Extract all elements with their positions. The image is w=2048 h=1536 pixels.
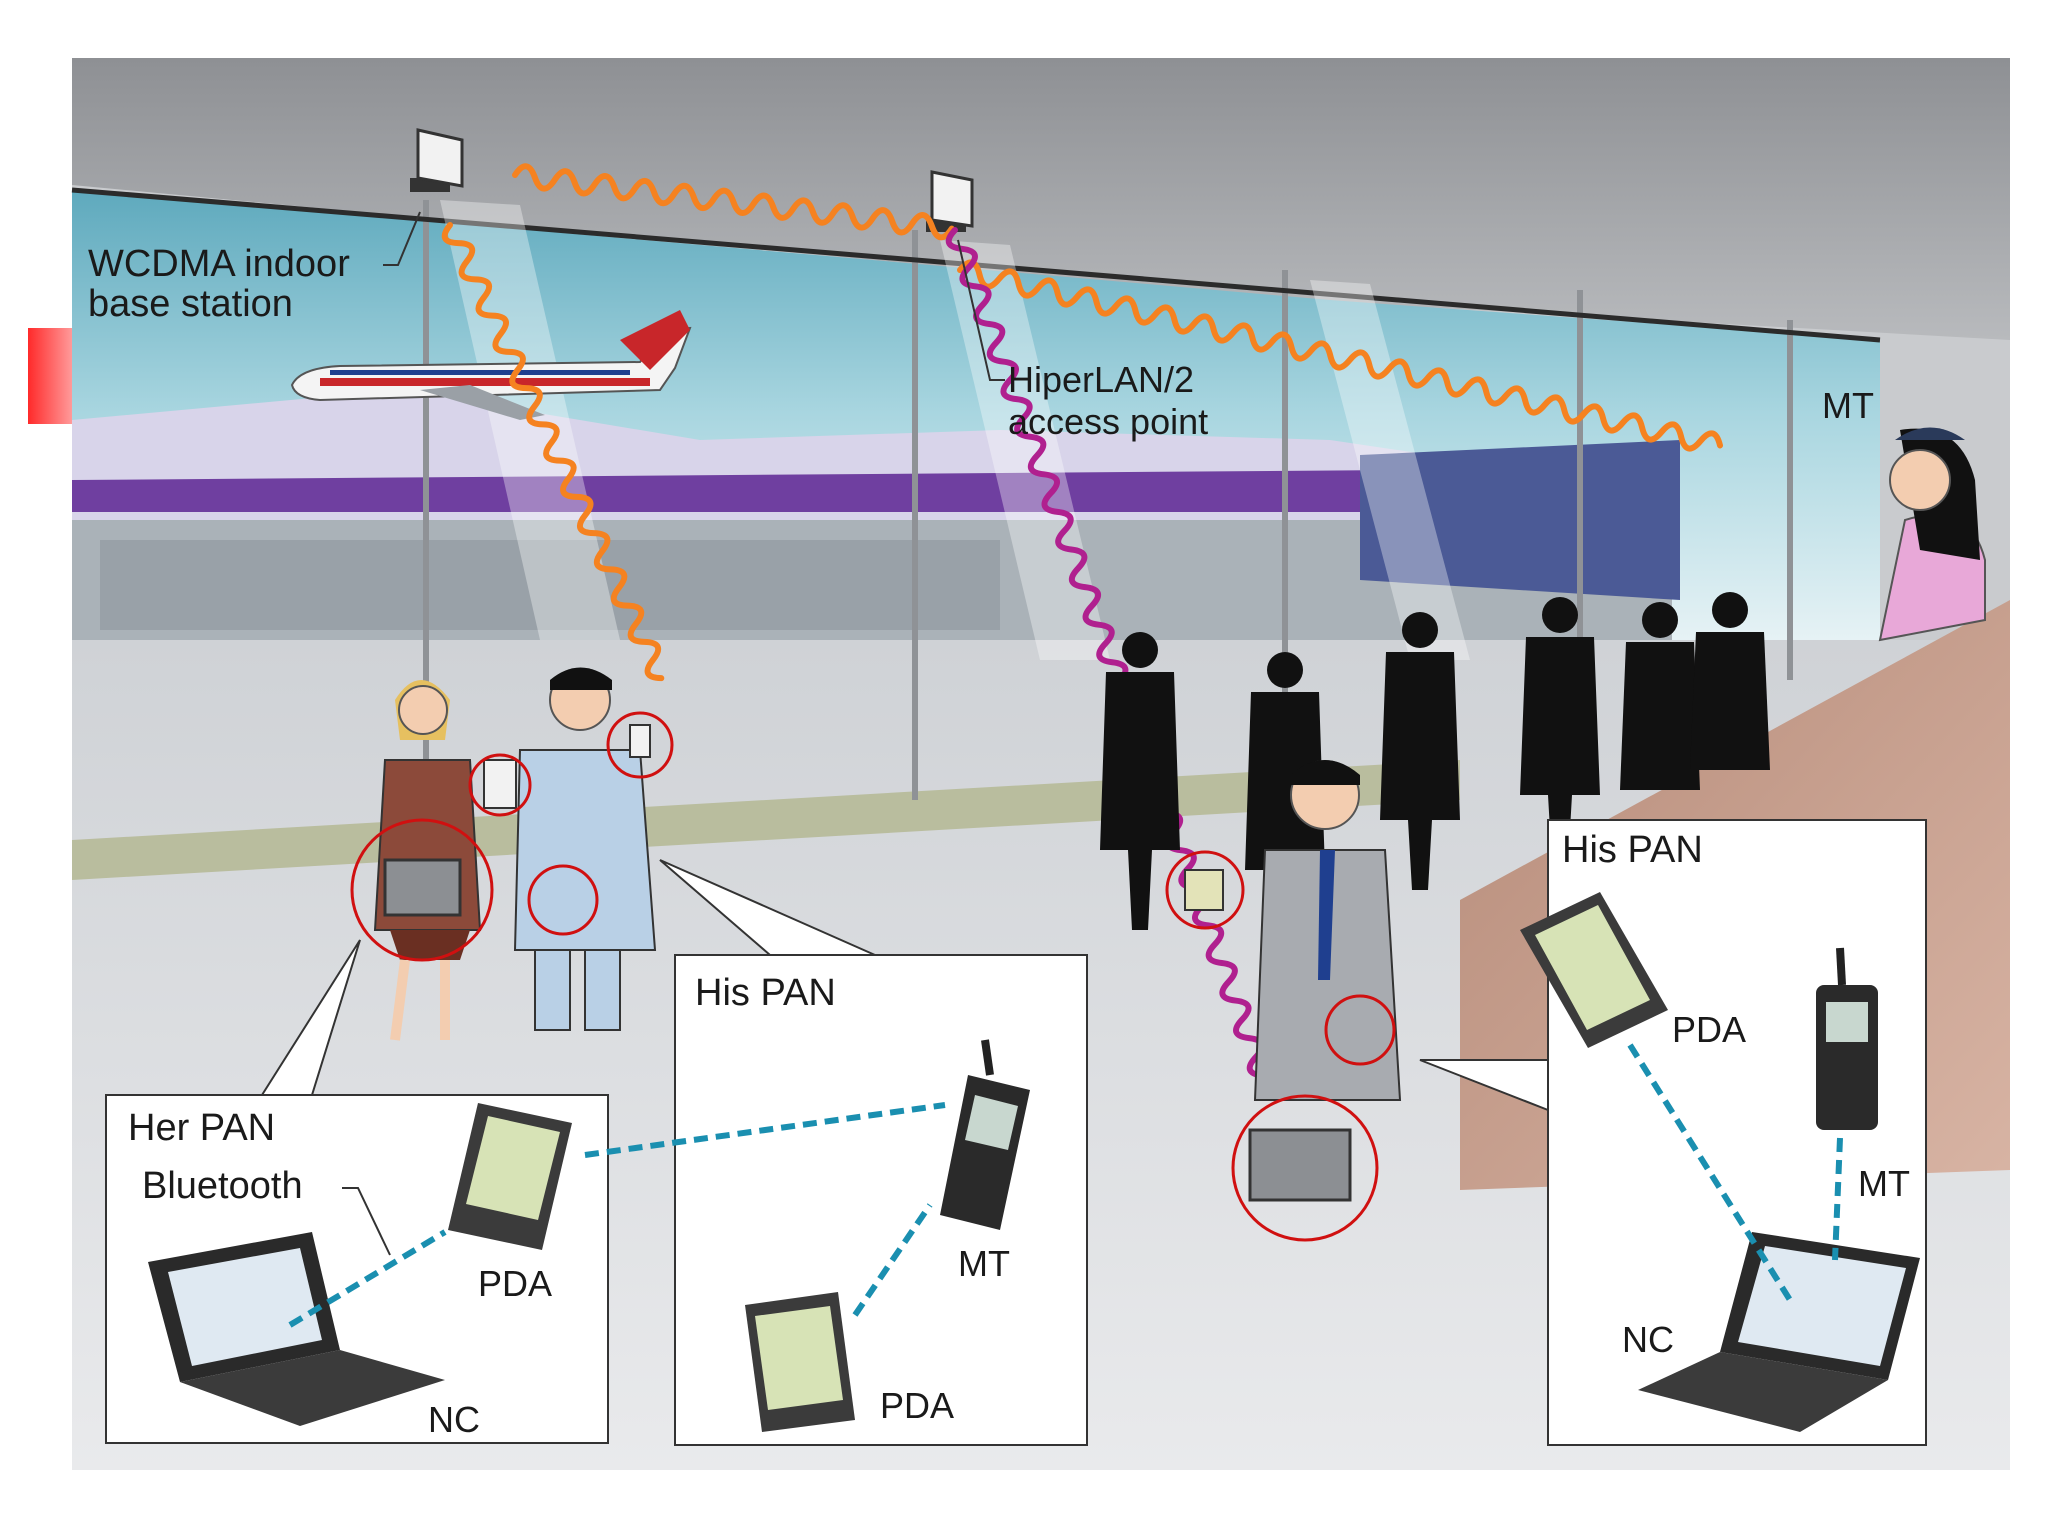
bluetooth-link [852, 1203, 933, 1317]
bluetooth-link [1832, 1137, 1843, 1261]
wcdma-label-line2: base station [88, 283, 293, 325]
mobile-phone-icon [1816, 947, 1878, 1130]
wcdma-label-line1: WCDMA indoor [88, 243, 350, 285]
runway-stripe [72, 470, 1400, 512]
his-pan-right-pda-label: PDA [1672, 1009, 1746, 1050]
her-pan-panel: Her PAN Bluetooth PDA NC [105, 1094, 609, 1444]
hiperlan-label: HiperLAN/2 access point [957, 239, 1208, 442]
pda-icon [745, 1292, 855, 1432]
man-with-pda [1184, 760, 1402, 1202]
his-pan-center-panel: His PAN MT PDA [674, 954, 1088, 1446]
his-pan-right-title: His PAN [1562, 829, 1703, 871]
ceiling [72, 58, 2010, 340]
her-pan-pda-label: PDA [478, 1263, 552, 1304]
crowd-silhouettes [1100, 592, 1770, 940]
his-pan-right-panel: His PAN PDA MT NC [1520, 819, 1927, 1446]
hiperlan-label-line2: access point [1008, 401, 1208, 442]
his-pan-center-mt-label: MT [958, 1243, 1010, 1284]
her-pan-bluetooth-label: Bluetooth [142, 1165, 303, 1207]
mt-far-label: MT [1822, 385, 1874, 426]
his-pan-center-title: His PAN [695, 972, 836, 1014]
his-pan-right-nc-label: NC [1622, 1319, 1674, 1360]
wcdma-base-station-icon [410, 128, 464, 192]
slide-marker [28, 328, 72, 424]
woman-on-phone [1878, 427, 1986, 642]
hiperlan-label-line1: HiperLAN/2 [1008, 359, 1194, 400]
her-pan-nc-label: NC [428, 1399, 480, 1440]
her-pan-title: Her PAN [128, 1107, 275, 1149]
callout-pointers [260, 859, 1549, 1112]
wcdma-radio-waves [441, 163, 1724, 1023]
distant-buildings [100, 540, 1000, 630]
his-pan-right-mt-label: MT [1858, 1163, 1910, 1204]
laptop-icon [148, 1232, 445, 1426]
man-with-phone [513, 667, 657, 1031]
device-highlight-circles [350, 711, 1396, 1242]
jet-bridge [1360, 440, 1680, 600]
wcdma-label: WCDMA indoor base station [88, 211, 421, 325]
pda-icon [448, 1103, 572, 1250]
woman-with-laptop-case [373, 680, 517, 1041]
bluetooth-link [1627, 1043, 1793, 1302]
bluetooth-link-her-to-his [584, 1102, 946, 1158]
airplane [290, 310, 692, 420]
his-pan-center-pda-label: PDA [880, 1385, 954, 1426]
bluetooth-link [288, 1229, 447, 1328]
mobile-phone-icon [940, 1039, 1030, 1230]
pda-icon [1520, 892, 1668, 1048]
